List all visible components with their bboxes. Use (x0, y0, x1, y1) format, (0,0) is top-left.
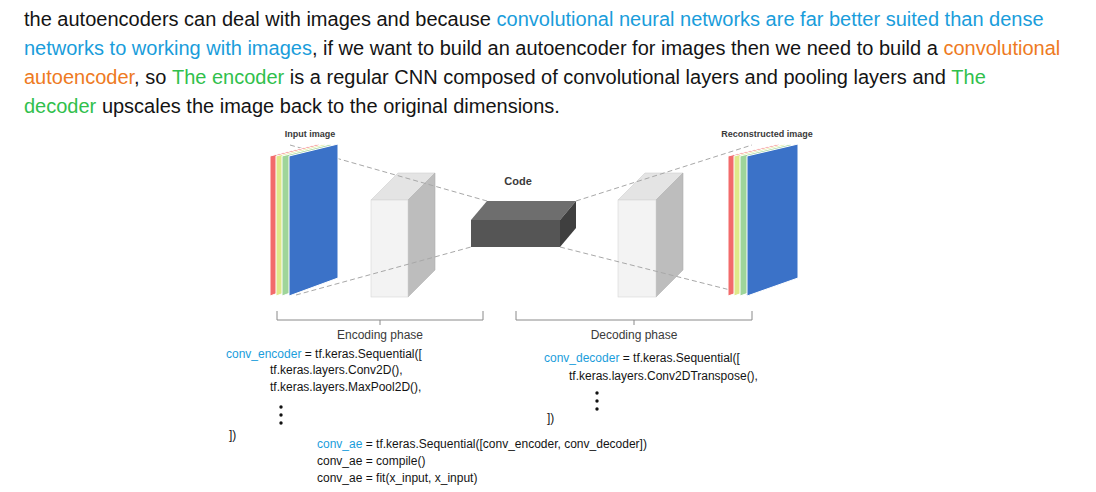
code-text: conv_ae (317, 437, 362, 451)
projection-line (576, 145, 752, 201)
feature-box-side (408, 173, 435, 297)
paragraph-text: the autoencoders can deal with images an… (24, 8, 491, 30)
ellipsis-dot (279, 405, 282, 408)
code-text: tf.keras.layers.MaxPool2D(), (270, 380, 421, 394)
code-block: Code (456, 174, 580, 250)
image-channel-plate (747, 144, 798, 296)
code-text: conv_decoder (544, 351, 619, 365)
ellipsis-dot (595, 391, 598, 394)
node-label: Reconstructed image (708, 128, 826, 140)
code-line: tf.keras.layers.Conv2D(), (270, 363, 403, 378)
bracket-tick (634, 320, 635, 325)
code-line: conv_ae = fit(x_input, x_input) (317, 471, 477, 486)
phase-bracket (516, 311, 752, 320)
image-stack: Input image (268, 128, 352, 300)
ellipsis-dot (595, 399, 598, 402)
code-text: conv_ae = fit(x_input, x_input) (317, 471, 477, 485)
ellipsis-dot (595, 407, 598, 410)
code-box-side (560, 201, 576, 247)
code-text: conv_encoder (226, 347, 301, 361)
code-text: = tf.keras.Sequential([conv_encoder, con… (366, 437, 647, 451)
bracket-tick (380, 320, 381, 325)
code-line: ]) (229, 428, 236, 443)
code-box-front (471, 220, 560, 247)
paragraph-text: , so (134, 66, 166, 88)
feature-box-front (618, 200, 656, 297)
paragraph: the autoencoders can deal with images an… (24, 5, 1094, 121)
paragraph-text: upscales the image back to the original … (102, 95, 560, 117)
feature-box-side (656, 173, 683, 297)
paragraph-text: is a regular CNN composed of convolution… (290, 66, 946, 88)
code-text: ]) (229, 428, 236, 442)
code-text: tf.keras.layers.Conv2DTranspose(), (569, 369, 758, 383)
node-label: Input image (268, 128, 352, 140)
node-shape (708, 128, 826, 300)
projection-line (560, 247, 750, 295)
code-line: tf.keras.layers.MaxPool2D(), (270, 380, 421, 395)
code-text: tf.keras.layers.Conv2D(), (270, 363, 403, 377)
paragraph-text: , if we want to build an autoencoder for… (312, 37, 938, 59)
phase-label: Decoding phase (591, 328, 678, 342)
code-box-top (471, 201, 576, 220)
paragraph-text: The encoder (172, 66, 284, 88)
code-line: conv_ae = tf.keras.Sequential([conv_encod… (317, 437, 647, 452)
code-line: tf.keras.layers.Conv2DTranspose(), (569, 369, 758, 384)
code-line: conv_decoder = tf.keras.Sequential([ (544, 351, 740, 366)
code-text: = tf.keras.Sequential([ (305, 347, 422, 361)
phase-label: Encoding phase (337, 328, 423, 342)
image-channel-plate (289, 144, 338, 296)
code-line: conv_encoder = tf.keras.Sequential([ (226, 347, 422, 362)
ellipsis-dot (279, 413, 282, 416)
phase-label: Decoding phase (591, 328, 678, 343)
code-text: = tf.keras.Sequential([ (623, 351, 740, 365)
image-stack: Reconstructed image (708, 128, 826, 300)
feature-box-front (371, 200, 408, 297)
code-line: conv_ae = compile() (317, 454, 425, 469)
code-line: ]) (547, 411, 554, 426)
phase-bracket (277, 311, 483, 320)
ellipsis-dot (279, 421, 282, 424)
code-text: conv_ae = compile() (317, 454, 425, 468)
node-shape (268, 128, 352, 300)
code-text: ]) (547, 411, 554, 425)
node-label: Code (456, 174, 580, 188)
phase-label: Encoding phase (337, 328, 423, 343)
